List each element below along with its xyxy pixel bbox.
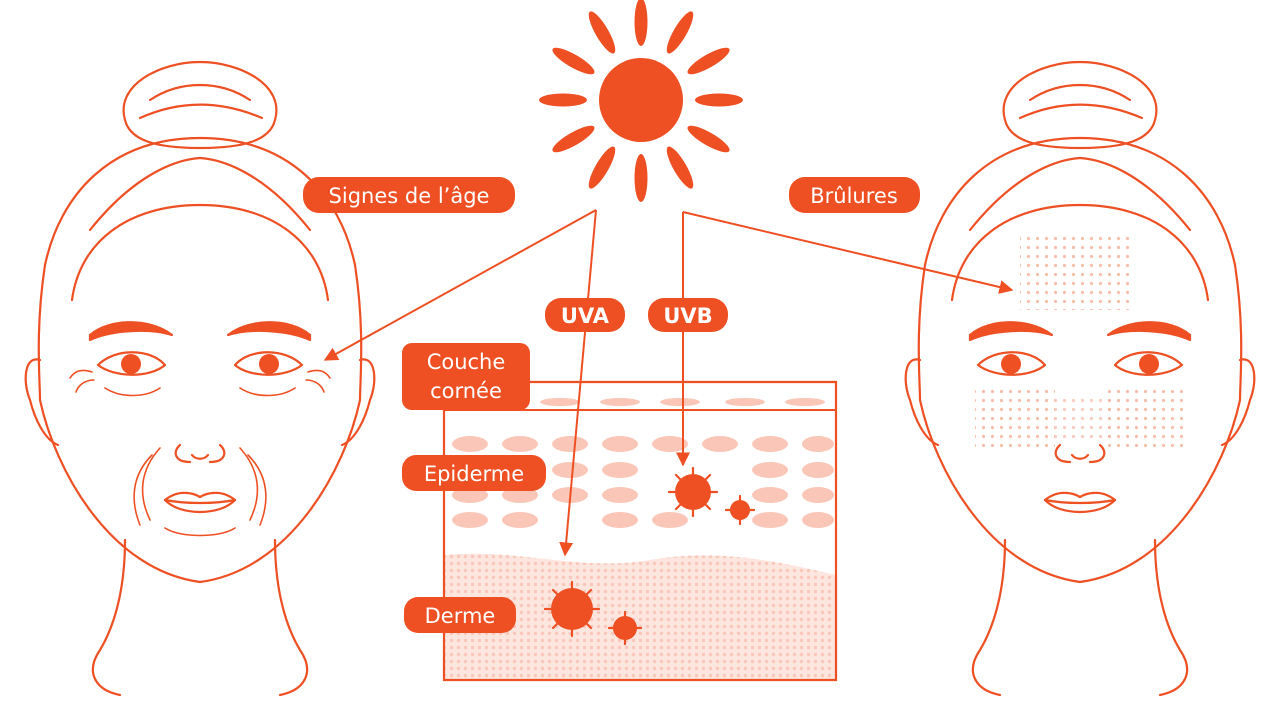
skin-cross-section-icon (442, 380, 838, 682)
aged-face-icon (24, 60, 376, 697)
arrow-to-aging (323, 209, 597, 361)
uv-arrows (323, 209, 1014, 557)
arrow-to-burns (682, 211, 1014, 294)
forehead-burn-area (1020, 235, 1130, 310)
label-uvb-text: UVB (663, 304, 712, 328)
epidermis-cells (452, 436, 834, 528)
label-burns: Brûlures (789, 177, 920, 213)
stratum-corneum-cells (540, 398, 825, 406)
label-stratum-corneum: Couche cornée (402, 343, 530, 410)
damaged-cell-icon (667, 466, 756, 526)
label-dermis: Derme (404, 597, 516, 633)
damaged-cell-icon (543, 580, 643, 646)
label-aging-text: Signes de l’âge (329, 184, 490, 208)
nose-burn-area (1050, 395, 1110, 440)
skin-block-outline (442, 380, 838, 682)
right-cheek-burn-area (1105, 385, 1185, 450)
label-epidermis-text: Epiderme (424, 462, 524, 486)
label-uva-text: UVA (561, 304, 610, 328)
sunburned-face-icon (904, 60, 1256, 697)
label-dermis-text: Derme (425, 604, 496, 628)
wrinkle-lines (69, 369, 331, 537)
label-stratum-line2: cornée (430, 379, 502, 403)
sun-icon (539, 0, 743, 202)
label-burns-text: Brûlures (810, 184, 898, 208)
label-uva: UVA (545, 298, 625, 332)
label-stratum-line1: Couche (427, 350, 506, 374)
label-aging: Signes de l’âge (303, 177, 515, 213)
label-uvb: UVB (648, 298, 728, 332)
arrow-uva-to-dermis (559, 209, 597, 557)
left-cheek-burn-area (975, 385, 1055, 450)
label-epidermis: Epiderme (402, 455, 546, 491)
